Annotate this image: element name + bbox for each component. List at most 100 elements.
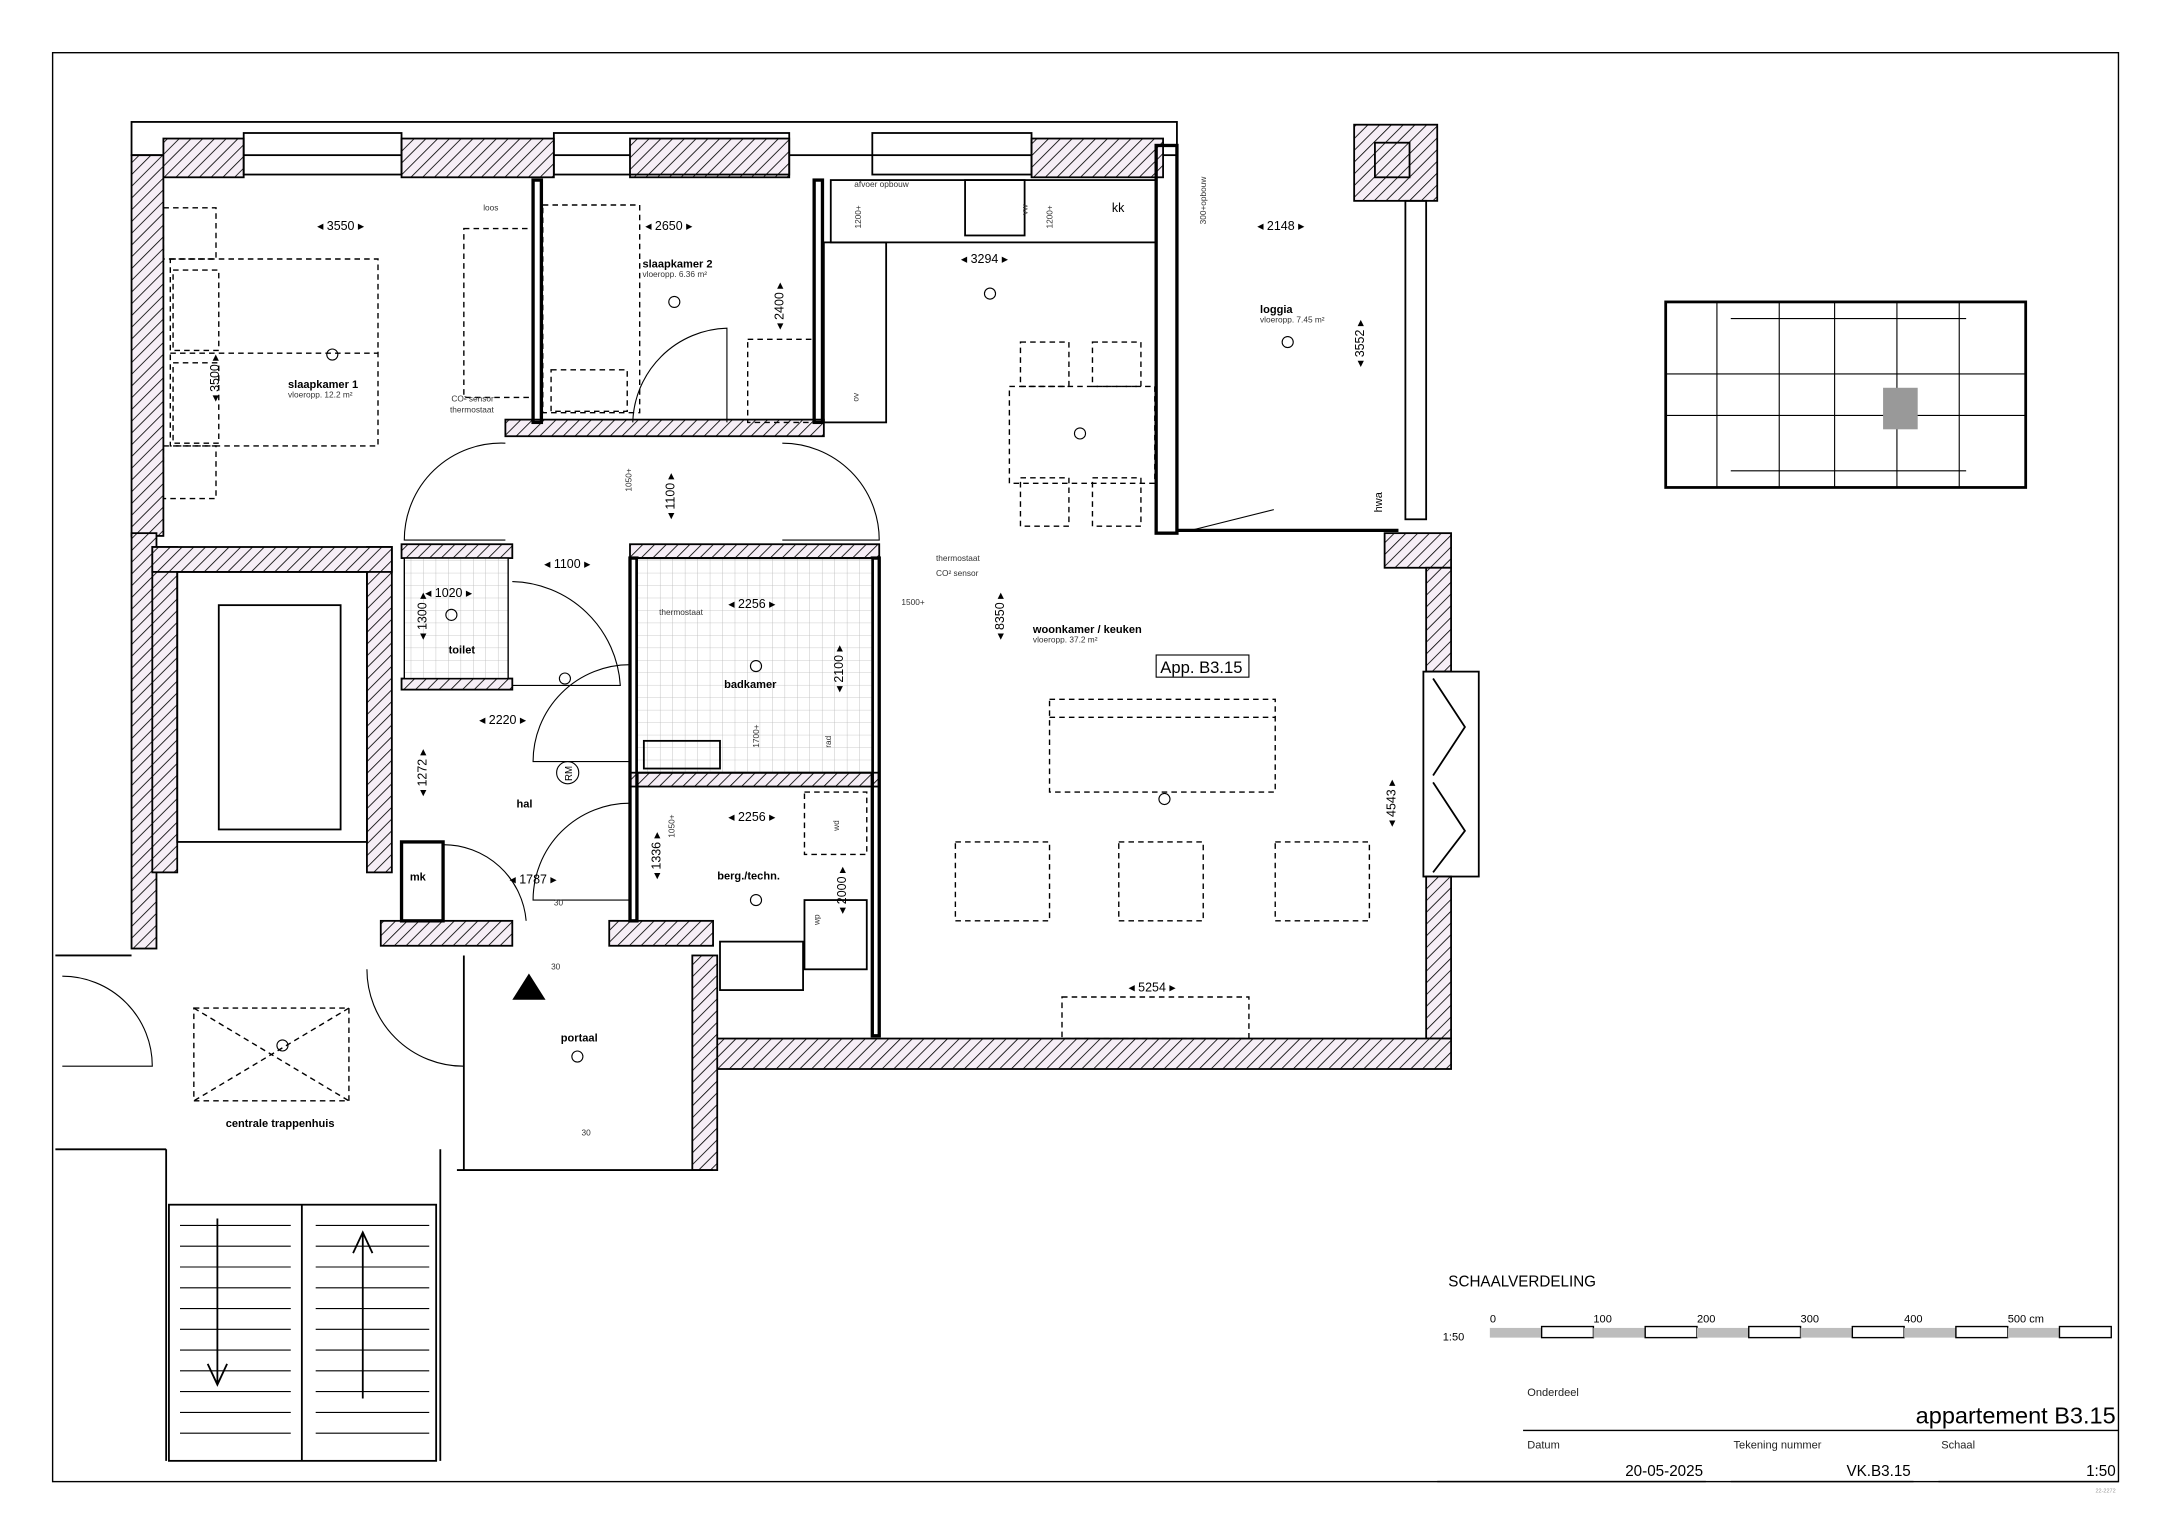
scale-bar-segment xyxy=(1904,1327,1956,1338)
label-ov: ov xyxy=(850,392,860,402)
dim-hal-width: ◂ 2220 ▸ xyxy=(479,713,526,727)
tekening-value: VK.B3.15 xyxy=(1846,1463,1910,1480)
walls xyxy=(55,121,1480,1461)
tekening-label: Tekening nummer xyxy=(1734,1439,1822,1451)
label-hwa: hwa xyxy=(1373,491,1385,512)
room-badkamer: badkamer xyxy=(724,679,777,691)
apartment-tag-box xyxy=(1155,654,1250,678)
scale-bar-segment xyxy=(1593,1327,1646,1338)
schaal-label: Schaal xyxy=(1941,1439,1975,1451)
label-thermostaat-bath: thermostaat xyxy=(659,607,704,617)
label-co2-living: CO² sensor xyxy=(936,568,979,578)
dim-sk2-width: ◂ 2650 ▸ xyxy=(645,219,692,233)
label-30c: 30 xyxy=(582,1127,592,1137)
datum-value: 20-05-2025 xyxy=(1625,1463,1703,1480)
drawing-code: 22-2272 xyxy=(2095,1489,2115,1495)
room-hal: hal xyxy=(516,798,532,810)
scale-bar-scale: 1:50 xyxy=(1443,1331,1465,1343)
label-wd: wd xyxy=(831,820,841,832)
annotations: loos CO² sensor thermostaat afvoer opbou… xyxy=(276,176,1385,1137)
label-wp: wp xyxy=(812,914,822,926)
dim-sk2-height: ◂ 2400 ▸ xyxy=(773,282,787,329)
label-thermostaat: thermostaat xyxy=(450,405,495,415)
label-1500: 1500+ xyxy=(901,597,924,607)
room-berging: berg./techn. xyxy=(717,870,780,882)
room-slaapkamer-2: slaapkamer 2 xyxy=(642,258,712,270)
room-slaapkamer-1: slaapkamer 1 xyxy=(288,379,358,391)
dim-berg-width: ◂ 2256 ▸ xyxy=(728,810,775,824)
room-toilet: toilet xyxy=(449,645,476,657)
scale-bar-segment xyxy=(2007,1327,2060,1338)
label-kk: kk xyxy=(1112,201,1125,215)
dim-hal-width-2: ◂ 1787 ▸ xyxy=(510,872,557,886)
dim-living-height-2: ◂ 4543 ▸ xyxy=(1385,780,1399,827)
label-co2-sensor: CO² sensor xyxy=(451,394,494,404)
entrance-triangle-icon xyxy=(512,973,546,1000)
dim-hall-top-width: ◂ 1100 ▸ xyxy=(544,557,590,571)
scale-bar-segment xyxy=(2058,1325,2112,1339)
label-300-opbouw: 300+opbouw xyxy=(1198,176,1208,225)
dim-living-width: ◂ 5254 ▸ xyxy=(1128,980,1175,994)
dim-sk1-width: ◂ 3550 ▸ xyxy=(317,219,364,233)
label-1050-berg: 1050+ xyxy=(666,814,676,837)
sheet-border xyxy=(51,52,2120,1483)
onderdeel-value: appartement B3.15 xyxy=(1916,1402,2116,1428)
dim-kitchen-width: ◂ 3294 ▸ xyxy=(961,252,1008,266)
scale-bar-segment xyxy=(1489,1327,1542,1338)
dim-loggia-height: ◂ 3552 ▸ xyxy=(1353,320,1367,367)
furniture xyxy=(162,179,1371,1102)
room-loggia: loggia xyxy=(1260,304,1293,316)
label-1700: 1700+ xyxy=(751,724,761,747)
dim-living-height: ◂ 8350 ▸ xyxy=(993,593,1007,640)
dim-sk1-height: ◂ 3500 ▸ xyxy=(208,354,222,401)
dim-hal-height: ◂ 1272 ▸ xyxy=(415,749,429,796)
label-rad: rad xyxy=(823,735,833,747)
label-1200b: 1200+ xyxy=(1044,205,1054,228)
badkamer-tiles xyxy=(635,557,874,774)
dim-bath-height: ◂ 2100 ▸ xyxy=(832,645,846,692)
scale-bar-tick-label: 0 xyxy=(1490,1313,1496,1325)
room-portaal: portaal xyxy=(561,1032,598,1044)
label-vw: vw xyxy=(1019,204,1029,215)
label-30: 30 xyxy=(554,898,564,908)
area-woonkamer: vloeropp. 37.2 m² xyxy=(1033,635,1098,645)
scale-bar-tick-label: 200 xyxy=(1697,1313,1715,1325)
doors xyxy=(62,327,1274,1067)
title-block: Onderdeel appartement B3.15 Datum 20-05-… xyxy=(1437,1387,2119,1495)
dim-toilet-height: ◂ 1300 ▸ xyxy=(415,593,429,640)
label-thermostaat-living: thermostaat xyxy=(936,553,981,563)
dim-berg-height: ◂ 1336 ▸ xyxy=(649,832,663,879)
scale-bar-segment xyxy=(1540,1325,1595,1339)
datum-label: Datum xyxy=(1527,1439,1560,1451)
room-meterkast: mk xyxy=(410,872,427,884)
schaal-value: 1:50 xyxy=(2086,1463,2116,1480)
room-labels: slaapkamer 1 vloeropp. 12.2 m² slaapkame… xyxy=(226,258,1325,1130)
dimensions: ◂ 3550 ▸ ◂ 3500 ▸ ◂ 2650 ▸ ◂ 2400 ▸ ◂ 32… xyxy=(208,219,1399,995)
key-plan xyxy=(1664,300,2028,489)
light-fixture-icons xyxy=(276,287,1294,1063)
area-loggia: vloeropp. 7.45 m² xyxy=(1260,315,1325,325)
scale-bar-segment xyxy=(1748,1325,1802,1339)
label-afvoer: afvoer opbouw xyxy=(854,179,909,189)
label-1200: 1200+ xyxy=(853,205,863,228)
scale-bar-tick-label: 300 xyxy=(1801,1313,1819,1325)
scale-bar-tick-label: 500 cm xyxy=(2008,1313,2044,1325)
area-slaapkamer-1: vloeropp. 12.2 m² xyxy=(288,389,353,399)
dim-bath-width: ◂ 2256 ▸ xyxy=(728,597,775,611)
room-trappenhuis: centrale trappenhuis xyxy=(226,1118,335,1130)
scale-bar-segment xyxy=(1955,1325,2009,1339)
dim-hall-top-height: ◂ 1100 ▸ xyxy=(663,473,677,519)
dim-toilet-width: ◂ 1020 ▸ xyxy=(425,586,472,600)
scale-bar-tick-label: 400 xyxy=(1904,1313,1922,1325)
apartment-tag: App. B3.15 xyxy=(1160,658,1242,677)
scale-bar-segment xyxy=(1696,1327,1749,1338)
scale-bar-title: SCHAALVERDELING xyxy=(1448,1273,1596,1290)
stairs xyxy=(168,1203,438,1462)
label-30b: 30 xyxy=(551,961,561,971)
dim-berg-height-2: ◂ 2000 ▸ xyxy=(835,867,849,914)
rm-symbol xyxy=(556,761,580,785)
dim-loggia-width: ◂ 2148 ▸ xyxy=(1257,219,1304,233)
label-loos: loos xyxy=(483,203,498,213)
